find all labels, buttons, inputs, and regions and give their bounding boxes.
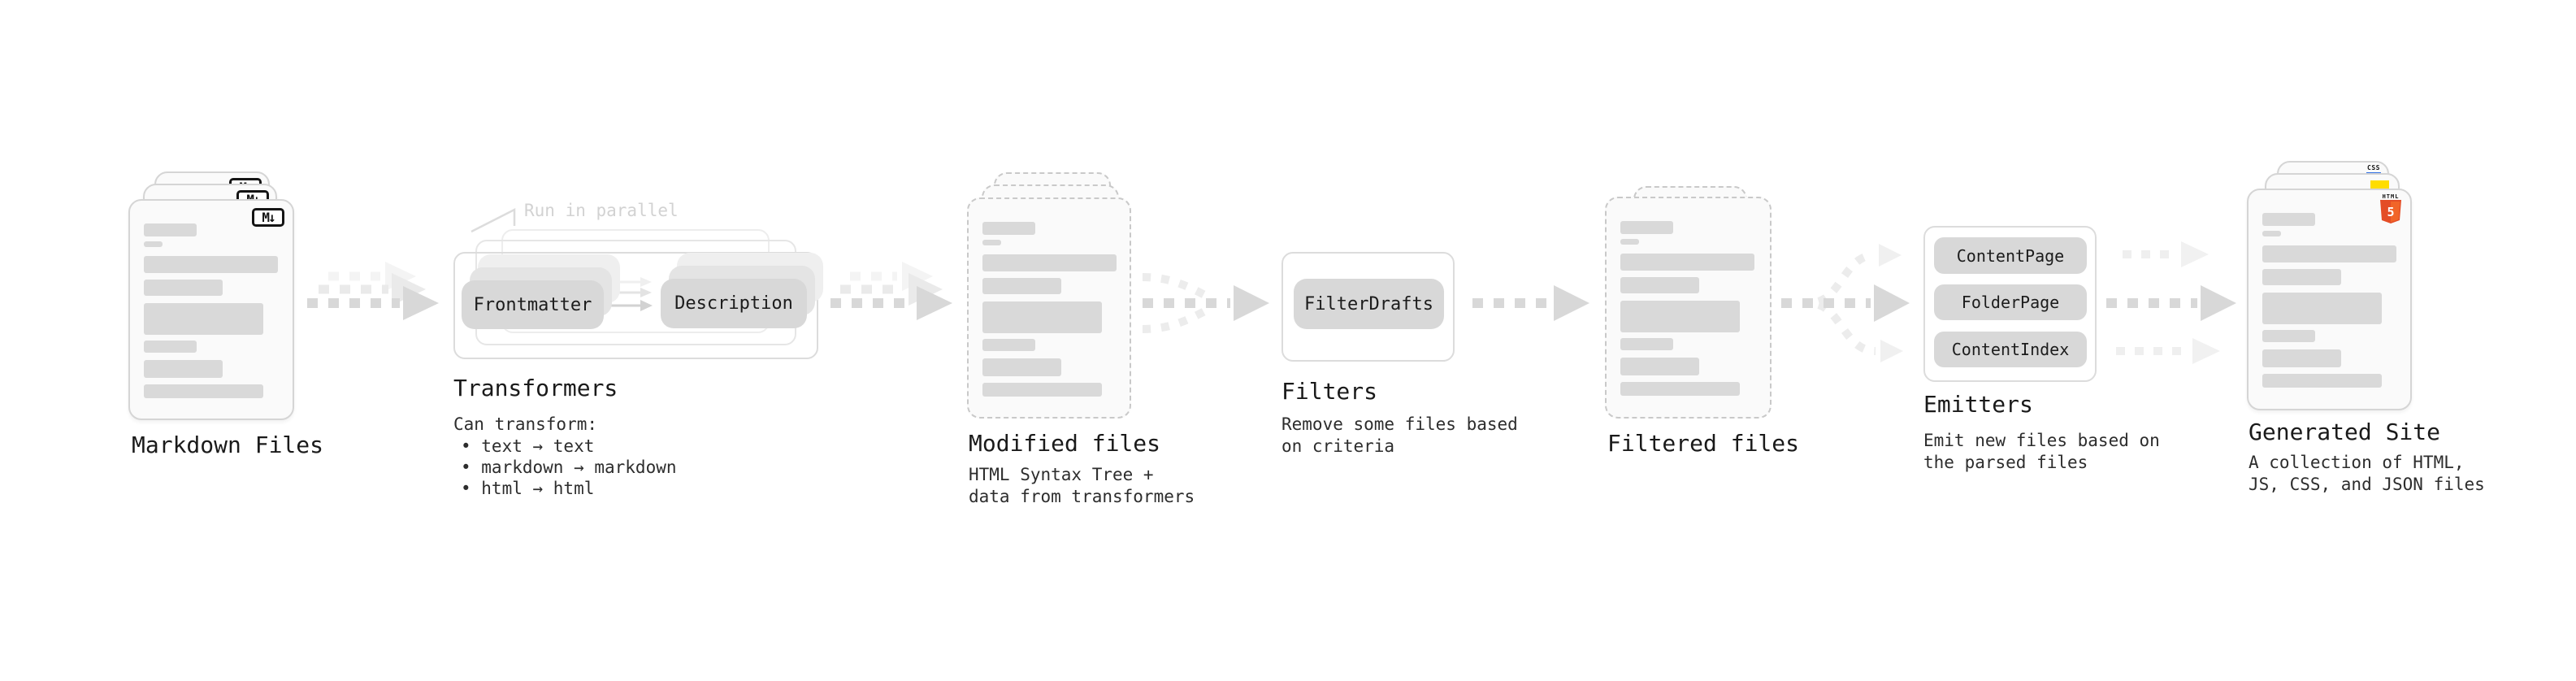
filters-desc-line: on criteria bbox=[1281, 436, 1395, 456]
text-placeholder-bar bbox=[144, 303, 263, 335]
modified-files-title: Modified files bbox=[969, 430, 1161, 457]
arrow-markdown-to-transformers bbox=[307, 262, 439, 320]
contentpage-pill: ContentPage bbox=[1934, 237, 2087, 274]
transformers-desc-line: • text → text bbox=[461, 436, 595, 456]
javascript-icon bbox=[2370, 180, 2389, 189]
run-in-parallel-annotation: Run in parallel bbox=[524, 201, 679, 220]
frontmatter-pill-label: Frontmatter bbox=[473, 294, 592, 315]
modified-files-desc-line: HTML Syntax Tree + bbox=[969, 465, 1154, 484]
text-placeholder-bar bbox=[1620, 239, 1639, 245]
css-icon-label: CSS bbox=[2367, 164, 2380, 171]
fan-in-top-curve bbox=[1142, 273, 1213, 302]
modified-files-desc-line: data from transformers bbox=[969, 487, 1195, 506]
text-placeholder-bar bbox=[2262, 293, 2382, 324]
text-placeholder-bar bbox=[2262, 349, 2341, 367]
fan-out-bottom-curve bbox=[1816, 301, 1876, 355]
text-placeholder-bar bbox=[2262, 269, 2341, 285]
text-placeholder-bar bbox=[1620, 338, 1673, 350]
generated-site-title: Generated Site bbox=[2249, 419, 2441, 445]
transformers-title: Transformers bbox=[453, 375, 618, 401]
text-placeholder-bar bbox=[1620, 254, 1754, 271]
text-placeholder-bar bbox=[982, 339, 1035, 351]
html5-icon: HTML 5 bbox=[2379, 193, 2402, 228]
text-placeholder-bar bbox=[144, 384, 263, 398]
text-placeholder-bar bbox=[982, 240, 1001, 245]
arrow-bottom bbox=[2116, 338, 2220, 364]
text-placeholder-bar bbox=[144, 223, 197, 236]
arrow-front bbox=[830, 286, 952, 320]
folderpage-pill: FolderPage bbox=[1934, 284, 2087, 320]
generated-site-desc-line: JS, CSS, and JSON files bbox=[2249, 475, 2485, 494]
contentindex-pill-label: ContentIndex bbox=[1951, 340, 2070, 359]
filters-desc-line: Remove some files based bbox=[1281, 414, 1518, 434]
emitters-title: Emitters bbox=[1923, 391, 2033, 418]
text-placeholder-bar bbox=[982, 222, 1035, 235]
filterdrafts-pill: FilterDrafts bbox=[1294, 279, 1444, 329]
text-placeholder-bar bbox=[144, 360, 223, 378]
text-placeholder-bar bbox=[982, 254, 1117, 271]
text-placeholder-bar bbox=[144, 280, 223, 296]
markdown-icon: M↓ bbox=[252, 208, 284, 227]
arrow-filtered-to-emitters-fan-out bbox=[1781, 244, 1910, 362]
markdown-file-card-front: M↓ bbox=[128, 199, 294, 420]
contentindex-pill: ContentIndex bbox=[1934, 332, 2087, 367]
text-placeholder-bar bbox=[144, 340, 197, 353]
emitters-desc-line: the parsed files bbox=[1923, 453, 2088, 472]
text-placeholder-bar bbox=[2262, 231, 2281, 236]
transformers-desc-line: • html → html bbox=[461, 479, 595, 498]
fan-in-bottom-curve bbox=[1142, 304, 1213, 333]
description-pill-label: Description bbox=[674, 293, 793, 314]
text-placeholder-bar bbox=[1620, 277, 1699, 293]
folderpage-pill-label: FolderPage bbox=[1961, 293, 2060, 312]
arrow-modified-to-filters-fan-in bbox=[1142, 273, 1269, 333]
site-file-card-html: HTML 5 bbox=[2247, 189, 2412, 410]
text-placeholder-bar bbox=[982, 358, 1061, 376]
text-placeholder-bar bbox=[144, 241, 163, 247]
text-placeholder-bar bbox=[982, 278, 1061, 294]
text-placeholder-bar bbox=[2262, 330, 2315, 342]
text-placeholder-bar bbox=[2262, 374, 2382, 388]
text-placeholder-bar bbox=[144, 256, 278, 273]
html5-number: 5 bbox=[2387, 205, 2394, 219]
filters-title: Filters bbox=[1281, 378, 1378, 405]
arrow-middle bbox=[2106, 285, 2236, 321]
arrow-transformers-to-modified bbox=[830, 262, 952, 320]
contentpage-pill-label: ContentPage bbox=[1956, 245, 2065, 266]
text-placeholder-bar bbox=[982, 383, 1102, 397]
markdown-files-title: Markdown Files bbox=[132, 432, 324, 458]
emitters-desc-line: Emit new files based on bbox=[1923, 431, 2160, 450]
transformer-container-front bbox=[453, 252, 818, 359]
text-placeholder-bar bbox=[1620, 301, 1740, 332]
filtered-file-card-front bbox=[1605, 197, 1772, 419]
filtered-files-title: Filtered files bbox=[1607, 430, 1800, 457]
modified-file-card-front bbox=[967, 197, 1131, 419]
run-in-parallel-connector bbox=[471, 207, 516, 233]
filterdrafts-pill-label: FilterDrafts bbox=[1304, 293, 1433, 314]
arrow-filters-to-filtered bbox=[1472, 285, 1589, 321]
generated-site-desc-line: A collection of HTML, bbox=[2249, 453, 2465, 472]
description-pill: Description bbox=[661, 279, 807, 328]
html5-shield: 5 bbox=[2380, 200, 2401, 223]
markdown-icon-glyph: M↓ bbox=[262, 209, 275, 225]
arrow-emitters-to-site bbox=[2106, 241, 2236, 364]
fan-out-top-curve bbox=[1816, 251, 1875, 306]
text-placeholder-bar bbox=[982, 301, 1102, 333]
text-placeholder-bar bbox=[1620, 221, 1673, 234]
transformers-desc-line: Can transform: bbox=[453, 414, 598, 434]
text-placeholder-bar bbox=[2262, 213, 2315, 226]
text-placeholder-bar bbox=[1620, 358, 1699, 375]
text-placeholder-bar bbox=[1620, 382, 1740, 396]
text-placeholder-bar bbox=[2262, 245, 2396, 262]
arrow-front bbox=[307, 286, 439, 320]
arrow-top bbox=[2123, 241, 2209, 267]
frontmatter-pill: Frontmatter bbox=[462, 280, 604, 329]
html5-icon-word: HTML bbox=[2382, 193, 2400, 200]
transformers-desc-line: • markdown → markdown bbox=[461, 458, 677, 477]
